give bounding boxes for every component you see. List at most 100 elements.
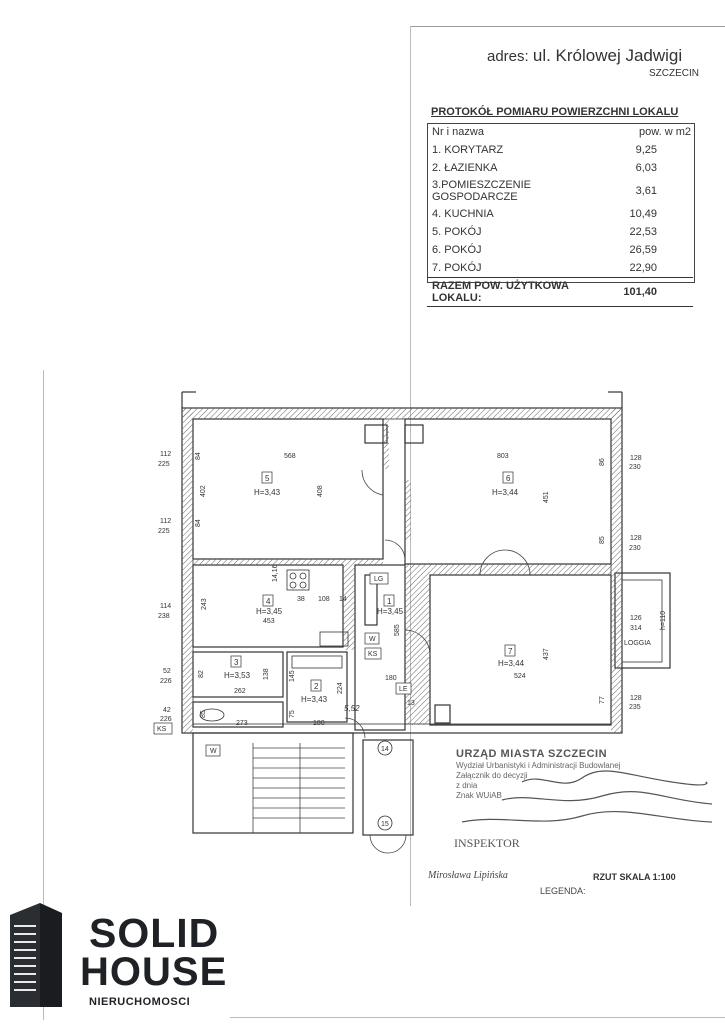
room-area: 10,49 [629, 208, 657, 220]
room-2-number: 2 [314, 682, 319, 691]
dim-label: 85 [599, 536, 606, 544]
window-size: 114 [160, 603, 171, 610]
dim-label: 568 [284, 453, 296, 460]
frame-bottom-line [230, 1017, 725, 1018]
dim-label: 84 [195, 452, 202, 460]
room-name: 4. KUCHNIA [432, 208, 494, 220]
frame-top-line [410, 26, 725, 27]
legend-label: LEGENDA: [540, 886, 586, 896]
table-row: 2. ŁAZIENKA 6,03 [427, 159, 693, 177]
tag-w-2: W [210, 748, 217, 755]
room-area: 22,90 [629, 262, 657, 274]
dim-label: 84 [195, 519, 202, 527]
col-area-header: pow. w m2 [639, 126, 691, 138]
window-size: 112 [160, 518, 171, 525]
solid-house-logo-icon [10, 903, 62, 1007]
stamp-inspector: INSPEKTOR [454, 836, 520, 850]
logo-text-house: HOUSE [80, 950, 228, 994]
stamp-line: Wydział Urbanistyki i Administracji Budo… [456, 761, 621, 770]
window-size: 226 [160, 716, 172, 723]
room-5 [192, 418, 384, 560]
dim-label: 13 [407, 700, 415, 707]
window-size: 235 [629, 704, 641, 711]
dim-label: 85 [200, 710, 207, 718]
stamp-office: URZĄD MIASTA SZCZECIN [456, 748, 608, 760]
room-7 [429, 574, 612, 726]
window-size: 128 [630, 535, 642, 542]
dim-label: 402 [200, 485, 207, 497]
tag-w: W [369, 636, 376, 643]
stair-up-label: 14 [381, 746, 389, 753]
stamp-line: Załącznik do decyzji [456, 771, 528, 780]
dim-label: 437 [543, 648, 550, 660]
dim-label: 108 [318, 596, 330, 603]
room-name: 6. POKÓJ [432, 244, 482, 256]
stamp-line: Znak WUiAB [456, 791, 502, 800]
official-stamp: URZĄD MIASTA SZCZECIN Wydział Urbanistyk… [428, 748, 621, 881]
window-size: 112 [160, 451, 171, 458]
room-name: 3.POMIESZCZENIE GOSPODARCZE [432, 179, 532, 203]
dim-label: 14 [339, 596, 347, 603]
window-size: 226 [160, 678, 172, 685]
dim-label: 408 [317, 485, 324, 497]
loggia-width: 126 [630, 615, 642, 622]
room-2-height: H=3,43 [301, 695, 328, 704]
table-row: 4. KUCHNIA 10,49 [427, 205, 693, 223]
handwritten-annotation [462, 770, 712, 823]
room-name: 1. KORYTARZ [432, 144, 504, 156]
room-6-height: H=3,44 [492, 488, 519, 497]
col-name-header: Nr i nazwa [432, 126, 484, 138]
stamp-line: z dnia [456, 781, 478, 790]
dim-label: 803 [497, 453, 509, 460]
loggia-height: h=110 [660, 611, 667, 630]
room-3-height: H=3,53 [224, 671, 251, 680]
room-area: 9,25 [635, 144, 657, 156]
tag-lg: LG [374, 576, 383, 583]
loggia-depth: 314 [630, 625, 642, 632]
room-name: 2. ŁAZIENKA [432, 162, 498, 174]
room-1-height: H=3,45 [377, 607, 404, 616]
dim-label-handwritten: 5,52 [344, 704, 360, 713]
room-7-number: 7 [508, 647, 513, 656]
room-2 [286, 651, 348, 723]
logo-text-subtitle: NIERUCHOMOSCI [89, 996, 191, 1008]
dim-label: 38 [297, 596, 305, 603]
area-table: Nr i nazwa pow. w m2 1. KORYTARZ 9,25 2. … [427, 123, 693, 307]
address: adres: ul. Królowej Jadwigi [487, 46, 682, 66]
stairwell [192, 732, 354, 834]
room-5-height: H=3,43 [254, 488, 281, 497]
room-area: 6,03 [635, 162, 657, 174]
loggia-label: LOGGIA [624, 640, 651, 647]
room-5-number: 5 [265, 474, 270, 483]
window-size: 238 [158, 613, 170, 620]
table-row: 7. POKÓJ 22,90 [427, 259, 693, 278]
room-1-number: 1 [387, 597, 392, 606]
window-size: 225 [158, 461, 170, 468]
dim-label: 243 [201, 598, 208, 610]
window-size: 52 [163, 668, 171, 675]
room-name: 7. POKÓJ [432, 262, 482, 274]
total-label: RAZEM POW. UŻYTKOWA LOKALU: [427, 277, 619, 307]
plan-scale: RZUT SKALA 1:100 [593, 872, 676, 882]
dim-label: 453 [263, 618, 275, 625]
total-value: 101,40 [618, 277, 693, 307]
room-4-number: 4 [266, 597, 271, 606]
table-row: 3.POMIESZCZENIE GOSPODARCZE 3,61 [427, 177, 693, 205]
frame-outer-left-line [43, 370, 44, 1020]
address-city: SZCZECIN [649, 68, 699, 79]
table-row: 1. KORYTARZ 9,25 [427, 141, 693, 159]
tag-ks-2: KS [157, 726, 167, 733]
room-area: 3,61 [635, 185, 657, 197]
dim-label: 86 [599, 458, 606, 466]
room-3-number: 3 [234, 658, 239, 667]
room-area: 22,53 [629, 226, 657, 238]
address-street: ul. Królowej Jadwigi [532, 46, 683, 65]
dim-label: 82 [198, 670, 205, 678]
total-row: RAZEM POW. UŻYTKOWA LOKALU: 101,40 [427, 277, 693, 307]
window-size: 230 [629, 464, 641, 471]
dim-label: 451 [543, 491, 550, 503]
protocol-title: PROTOKÓŁ POMIARU POWIERZCHNI LOKALU [431, 106, 679, 118]
frame-left-line [410, 26, 411, 906]
dim-label: 273 [236, 720, 248, 727]
